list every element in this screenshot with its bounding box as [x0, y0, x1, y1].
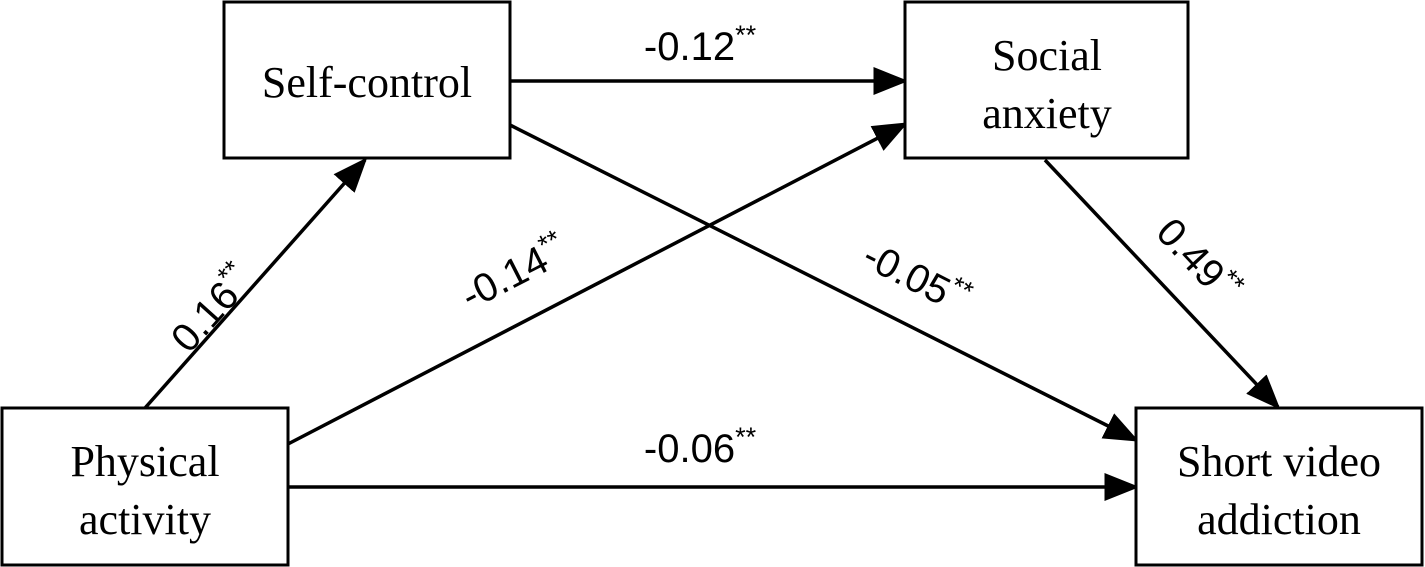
coef-physical-to-selfcontrol: 0.16** [159, 254, 262, 361]
coef-selfcontrol-to-social: -0.12** [644, 20, 757, 69]
coef-social-to-shortvideo: 0.49** [1148, 207, 1252, 313]
node-short-video-line-2: addiction [1197, 495, 1361, 544]
edge-selfcontrol-to-shortvideo [509, 123, 1140, 442]
edge-social-to-shortvideo [1043, 158, 1281, 410]
node-physical-activity-line-2: activity [79, 495, 211, 544]
node-short-video-line-1: Short video [1177, 437, 1381, 486]
coef-value: -0.05 [856, 233, 957, 314]
edge-physical-to-selfcontrol [143, 157, 368, 410]
node-short-video-addiction: Short video addiction [1134, 406, 1424, 567]
coef-physical-to-shortvideo: -0.06** [644, 422, 757, 471]
edge-physical-to-social [287, 122, 909, 446]
coef-value: -0.06 [644, 427, 735, 471]
node-social-anxiety-line-1: Social [992, 31, 1102, 80]
coef-value: -0.14 [454, 238, 555, 319]
node-self-control: Self-control [222, 0, 512, 160]
node-physical-activity: Physical activity [0, 406, 290, 567]
coef-significance: ** [735, 20, 757, 50]
node-physical-activity-line-1: Physical [70, 437, 219, 486]
coef-significance: ** [735, 422, 757, 452]
coef-value: -0.12 [644, 25, 735, 69]
node-social-anxiety: Social anxiety [903, 0, 1190, 160]
node-self-control-label: Self-control [262, 58, 472, 107]
node-social-anxiety-line-2: anxiety [982, 89, 1112, 138]
